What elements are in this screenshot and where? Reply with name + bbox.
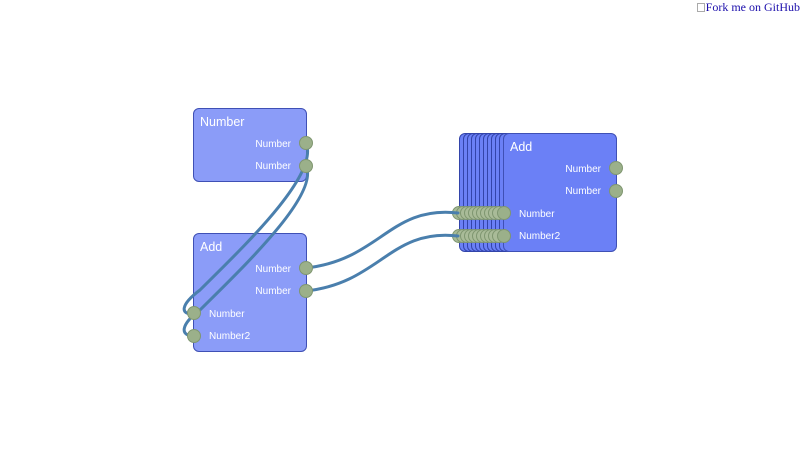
output-label: Number (565, 186, 601, 197)
add-node-right-input-port-number[interactable] (497, 206, 511, 220)
number-node-output-port-1[interactable] (299, 136, 313, 150)
node-title: Add (510, 140, 533, 154)
add-node-input-port-number[interactable] (187, 306, 201, 320)
output-label: Number (255, 161, 291, 172)
input-label: Number2 (519, 231, 561, 242)
add-node-right-input-port-number2[interactable] (497, 229, 511, 243)
add-node-right-output-port-2[interactable] (609, 184, 623, 198)
wire-add-to-add-number (304, 210, 460, 270)
output-label: Number (565, 164, 601, 175)
number-node-output-port-2[interactable] (299, 159, 313, 173)
node-title: Add (200, 240, 223, 254)
output-label: Number (255, 286, 291, 297)
add-node-output-port-2[interactable] (299, 284, 313, 298)
output-label: Number (255, 264, 291, 275)
input-label: Number (519, 209, 555, 220)
fork-me-on-github-link[interactable]: Fork me on GitHub (696, 0, 800, 15)
add-node-right-output-port-1[interactable] (609, 161, 623, 175)
input-label: Number (209, 309, 245, 320)
input-label: Number2 (209, 331, 251, 342)
node-title: Number (200, 115, 245, 129)
add-node-output-port-1[interactable] (299, 261, 313, 275)
add-node[interactable]: Add Number Number Number Number2 (193, 233, 307, 352)
broken-image-icon (696, 3, 705, 12)
number-node[interactable]: Number Number Number (193, 108, 307, 182)
fork-link-text: Fork me on GitHub (705, 0, 800, 14)
wire-add-to-add-number2 (304, 233, 460, 293)
add-node[interactable]: Add Number Number Number Number2 (503, 133, 617, 252)
output-label: Number (255, 139, 291, 150)
add-node-input-port-number2[interactable] (187, 329, 201, 343)
